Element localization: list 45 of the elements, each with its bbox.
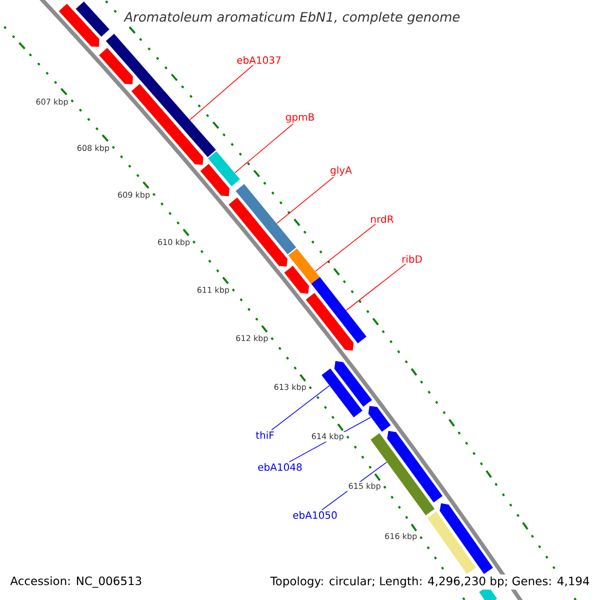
scale-label: 613 kbp: [272, 382, 308, 392]
scale-label: 607 kbp: [34, 98, 70, 108]
gene-feature: [288, 248, 320, 284]
gene-label: gpmB: [286, 113, 314, 123]
info-text: Accession: NC_006513: [8, 574, 144, 590]
gene-label: ebA1048: [258, 463, 302, 471]
gene-feature: [228, 198, 288, 267]
scale-label: 616 kbp: [384, 532, 418, 542]
gene-label: thiF: [256, 431, 274, 439]
gene-feature: [334, 361, 372, 407]
gene-feature: [427, 512, 476, 574]
gene-feature: [76, 1, 110, 37]
title: Aromatoleum aromaticum EbN1, complete genome: [122, 10, 462, 26]
scale-label: 609 kbp: [116, 190, 152, 200]
gene-label: glyA: [330, 166, 352, 176]
scale-label: 612 kbp: [234, 334, 270, 344]
gene-feature: [387, 430, 443, 502]
gene-feature: [368, 406, 391, 432]
gene-label: nrdR: [371, 215, 394, 223]
info-text: Topology: circular; Length: 4,296,230 bp; Genes: 4,194: [268, 574, 592, 590]
gene-feature: [284, 266, 310, 294]
scale-label: 611 kbp: [196, 286, 230, 296]
leader-line: [346, 264, 406, 311]
gene-label: ribD: [402, 255, 422, 263]
leader-line: [315, 224, 376, 272]
leader-line: [189, 64, 254, 120]
gene-feature: [99, 48, 133, 84]
gene-feature: [131, 84, 204, 165]
scale-label: 610 kbp: [156, 238, 192, 248]
gene-feature: [236, 184, 296, 254]
scale-label: 615 kbp: [347, 482, 382, 492]
gene-feature: [311, 277, 366, 344]
leader-line: [271, 385, 330, 430]
leader-line: [234, 124, 294, 174]
gene-feature: [306, 292, 354, 351]
leader-line: [276, 176, 334, 224]
gene-feature: [322, 368, 362, 418]
gene-label: ebA1037: [237, 56, 281, 64]
scale-label: 608 kbp: [76, 144, 110, 154]
gene-feature: [440, 503, 493, 574]
gene-label: ebA1050: [293, 511, 337, 519]
gene-feature: [200, 164, 230, 196]
scale-label: 614 kbp: [310, 432, 345, 442]
gene-feature: [208, 151, 240, 186]
gene-feature: [58, 4, 100, 47]
